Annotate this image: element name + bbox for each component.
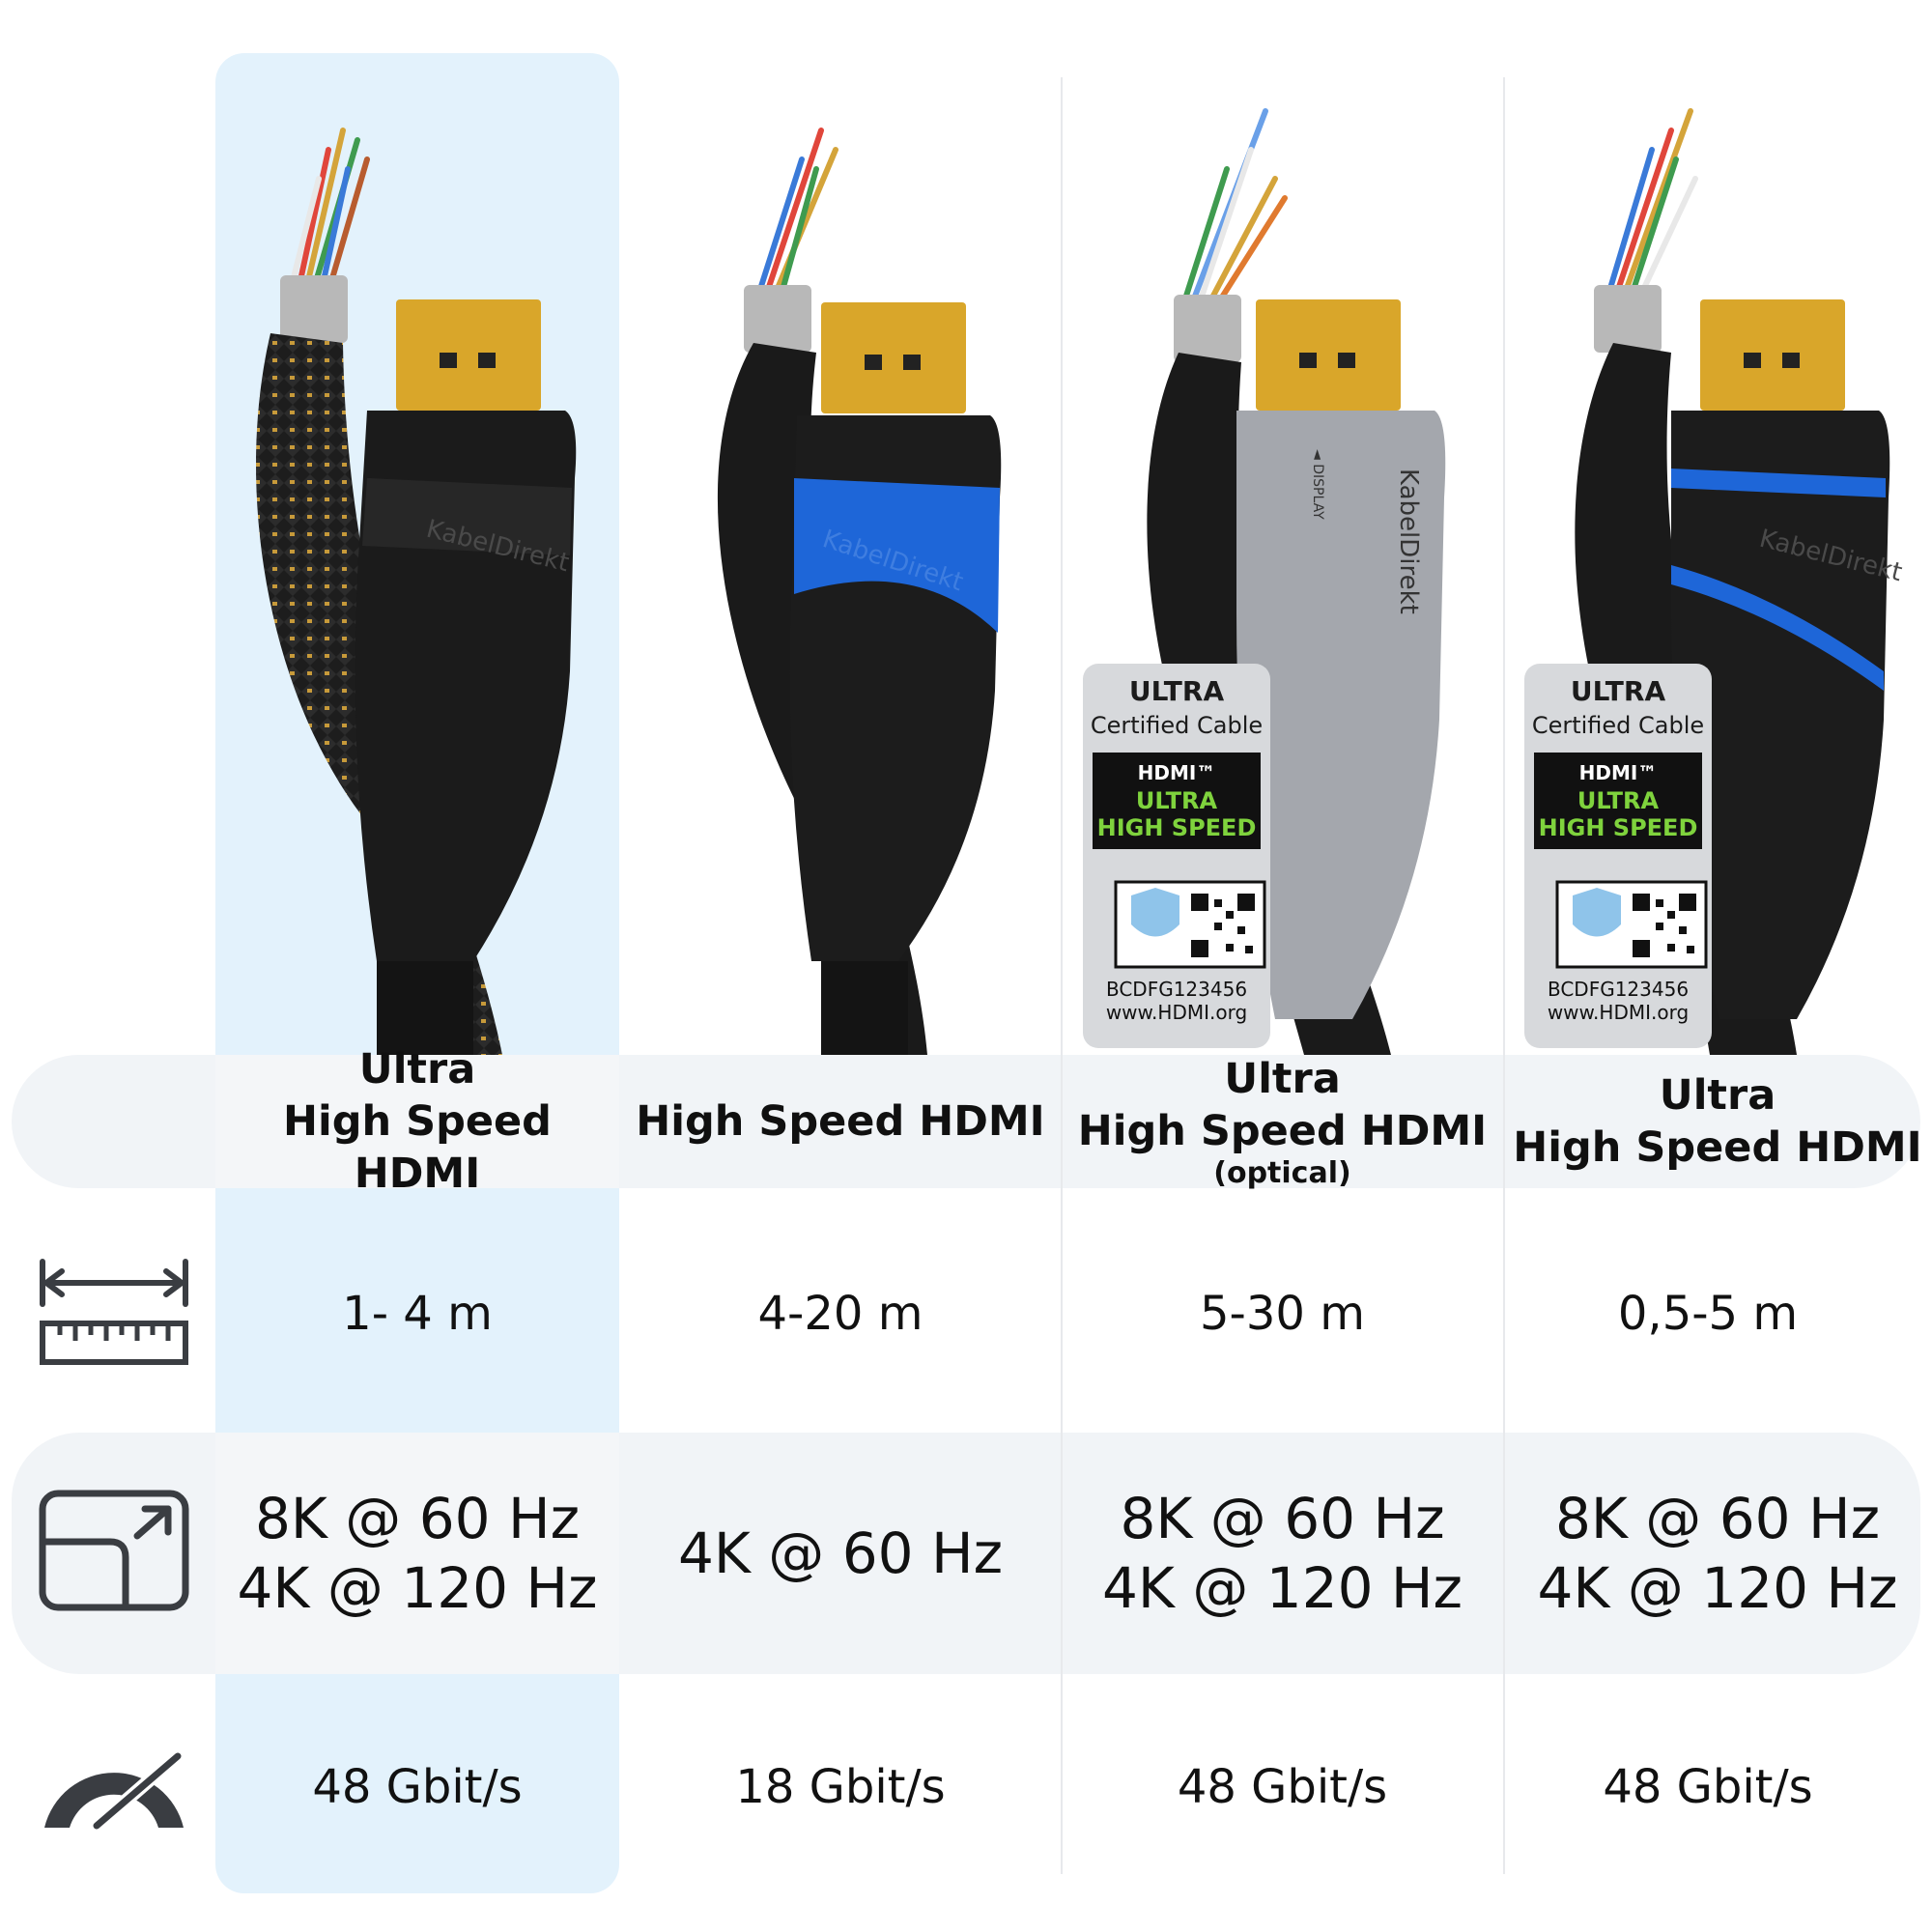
header-line-1: Ultra	[1224, 1055, 1341, 1103]
bandwidth-value-2: 18 Gbit/s	[735, 1760, 946, 1814]
cert-hdmi-logo-text: HDMI™	[1138, 761, 1216, 784]
cert-ultra-text: ULTRA	[1571, 675, 1666, 707]
header-line-2: High Speed HDMI	[1077, 1107, 1488, 1155]
shield-icon	[1131, 888, 1179, 937]
cert-high-speed-text: HIGH SPEED	[1539, 814, 1698, 841]
cert-ultra-green-text: ULTRA	[1577, 787, 1660, 814]
column-header-2: High Speed HDMI	[628, 1055, 1053, 1188]
cert-url-text: www.HDMI.org	[1106, 1001, 1247, 1024]
resolution-line-2: 4K @ 120 Hz	[1537, 1555, 1898, 1621]
cert-high-speed-text: HIGH SPEED	[1097, 814, 1257, 841]
brand-logo-text: KabelDirekt	[1394, 469, 1423, 614]
qr-code-icon	[1631, 892, 1698, 959]
bandwidth-value-3: 48 Gbit/s	[1177, 1760, 1388, 1814]
qr-code-icon	[1189, 892, 1257, 959]
column-divider	[1503, 77, 1505, 1874]
cert-serial-code: BCDFG123456	[1548, 978, 1689, 1001]
bandwidth-value-1: 48 Gbit/s	[312, 1760, 523, 1814]
hdmi-certification-label: ULTRA Certified Cable HDMI™ ULTRA HIGH S…	[1083, 664, 1270, 1048]
cert-certified-cable-text: Certified Cable	[1091, 712, 1263, 739]
resolution-value-3: 8K @ 60 Hz 4K @ 120 Hz	[1063, 1433, 1502, 1674]
shield-icon	[1573, 888, 1621, 937]
column-header-3: Ultra High Speed HDMI (optical)	[1063, 1055, 1502, 1190]
resolution-value-1: 8K @ 60 Hz 4K @ 120 Hz	[215, 1433, 619, 1674]
header-line-1: Ultra	[358, 1045, 476, 1094]
speedometer-icon	[44, 1747, 186, 1833]
hdmi-certification-label: ULTRA Certified Cable HDMI™ ULTRA HIGH S…	[1524, 664, 1712, 1048]
header-line-2: High Speed HDMI	[283, 1097, 552, 1198]
resolution-value-4: 8K @ 60 Hz 4K @ 120 Hz	[1505, 1433, 1930, 1674]
product-image-high-speed-hdmi-cable: KabelDirekt	[717, 128, 1002, 1055]
resolution-expand-icon	[39, 1490, 189, 1611]
resolution-line-2: 4K @ 120 Hz	[237, 1555, 598, 1621]
header-line-2: High Speed HDMI	[1513, 1123, 1922, 1172]
resolution-line-1: 8K @ 60 Hz	[1554, 1486, 1881, 1551]
product-image-braided-hdmi-cable: KabelDirekt	[256, 128, 577, 1055]
resolution-line-1: 8K @ 60 Hz	[1120, 1486, 1445, 1551]
resolution-line-2: 4K @ 120 Hz	[1101, 1555, 1463, 1621]
connector-display-label: ◄ DISPLAY	[1310, 449, 1325, 520]
column-divider	[1061, 77, 1063, 1874]
header-line-1: Ultra	[1659, 1071, 1776, 1120]
bandwidth-value-4: 48 Gbit/s	[1603, 1760, 1813, 1814]
length-value-4: 0,5-5 m	[1617, 1287, 1799, 1341]
header-line-2: High Speed HDMI	[636, 1097, 1045, 1146]
length-value-2: 4-20 m	[757, 1287, 923, 1341]
highlighted-resolution-cell-background	[215, 1433, 619, 1674]
column-header-1: Ultra High Speed HDMI	[215, 1045, 619, 1198]
cert-url-text: www.HDMI.org	[1548, 1001, 1689, 1024]
cert-certified-cable-text: Certified Cable	[1532, 712, 1704, 739]
ruler-length-icon	[40, 1259, 188, 1365]
cert-hdmi-logo-text: HDMI™	[1579, 761, 1658, 784]
length-value-1: 1- 4 m	[342, 1287, 493, 1341]
cert-ultra-green-text: ULTRA	[1136, 787, 1218, 814]
resolution-value-2: 4K @ 60 Hz	[628, 1433, 1053, 1674]
column-header-4: Ultra High Speed HDMI	[1505, 1055, 1930, 1188]
resolution-line-1: 4K @ 60 Hz	[677, 1520, 1004, 1586]
cert-ultra-text: ULTRA	[1129, 675, 1225, 707]
highlighted-header-cell-background	[215, 1055, 619, 1188]
resolution-line-1: 8K @ 60 Hz	[254, 1486, 581, 1551]
header-subtitle: (optical)	[1213, 1156, 1351, 1190]
length-value-3: 5-30 m	[1200, 1287, 1365, 1341]
cert-serial-code: BCDFG123456	[1106, 978, 1247, 1001]
